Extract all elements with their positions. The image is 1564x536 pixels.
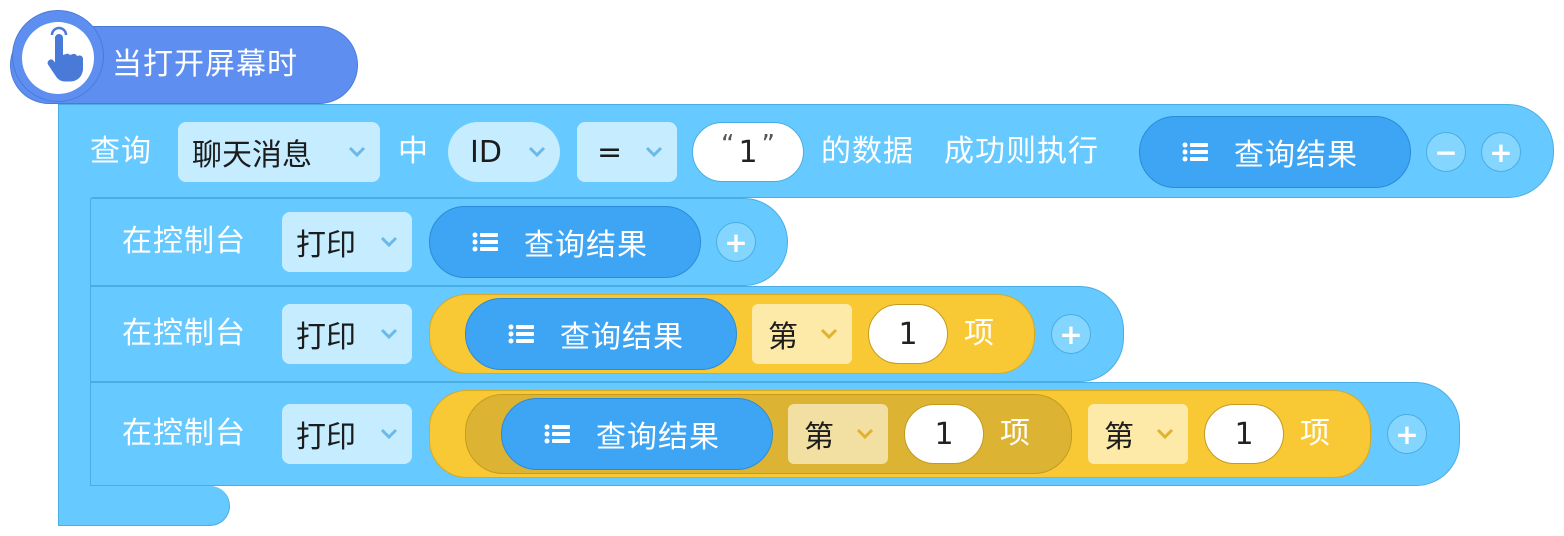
action-dropdown-value: 打印	[296, 320, 356, 355]
chevron-down-icon	[856, 428, 874, 440]
index-input[interactable]: 1	[868, 304, 948, 364]
index-mode-value: 第	[804, 420, 834, 455]
query-block-foot	[58, 486, 230, 526]
add-param-button[interactable]: +	[1387, 414, 1427, 454]
outer-index-input[interactable]: 1	[1204, 404, 1284, 464]
chevron-down-icon	[528, 146, 546, 158]
operator-dropdown-value: =	[597, 134, 623, 170]
table-dropdown-value: 聊天消息	[192, 138, 312, 173]
console-label: 在控制台	[122, 224, 246, 259]
open-quote: “	[720, 130, 735, 160]
index-mode-dropdown[interactable]: 第	[752, 304, 852, 364]
close-quote: ”	[761, 130, 776, 160]
result-variable-label: 查询结果	[596, 420, 720, 455]
result-variable[interactable]: 查询结果	[465, 298, 737, 370]
result-variable[interactable]: 查询结果	[1139, 116, 1411, 188]
action-dropdown-value: 打印	[296, 228, 356, 263]
index-mode-value: 第	[768, 320, 798, 355]
add-param-button[interactable]: +	[716, 222, 756, 262]
add-param-button[interactable]: +	[1051, 314, 1091, 354]
success-label: 成功则执行	[944, 134, 1099, 169]
chevron-down-icon	[1156, 428, 1174, 440]
action-dropdown[interactable]: 打印	[282, 404, 412, 464]
console-label: 在控制台	[122, 416, 246, 451]
chevron-down-icon	[380, 328, 398, 340]
console-label: 在控制台	[122, 316, 246, 351]
index-mode-value: 第	[1104, 420, 1134, 455]
result-variable-label: 查询结果	[524, 228, 648, 263]
outer-item-label: 项	[1300, 416, 1330, 451]
hand-pointer-icon	[22, 22, 94, 94]
in-label: 中	[398, 134, 429, 169]
list-icon	[1182, 142, 1208, 162]
inner-item-label: 项	[1000, 416, 1030, 451]
add-param-button[interactable]: +	[1481, 132, 1521, 172]
query-block-stem	[58, 190, 92, 490]
list-icon	[544, 424, 570, 444]
inner-index-input[interactable]: 1	[904, 404, 984, 464]
chevron-down-icon	[645, 146, 663, 158]
inner-index-mode-dropdown[interactable]: 第	[788, 404, 888, 464]
field-dropdown[interactable]: ID	[448, 122, 560, 182]
result-variable[interactable]: 查询结果	[501, 398, 773, 470]
query-prefix: 查询	[90, 134, 152, 169]
action-dropdown[interactable]: 打印	[282, 304, 412, 364]
item-label: 项	[964, 316, 994, 351]
data-label: 的数据	[821, 134, 914, 169]
result-variable-label: 查询结果	[1234, 138, 1358, 173]
chevron-down-icon	[820, 328, 838, 340]
table-dropdown[interactable]: 聊天消息	[178, 122, 380, 182]
value-text: 1	[738, 134, 758, 170]
list-icon	[508, 324, 534, 344]
field-dropdown-value: ID	[470, 134, 502, 170]
operator-dropdown[interactable]: =	[577, 122, 677, 182]
event-label: 当打开屏幕时	[112, 47, 298, 82]
value-input[interactable]: “ 1 ”	[692, 122, 804, 182]
chevron-down-icon	[380, 428, 398, 440]
list-icon	[472, 232, 498, 252]
chevron-down-icon	[380, 236, 398, 248]
action-dropdown-value: 打印	[296, 420, 356, 455]
outer-index-mode-dropdown[interactable]: 第	[1088, 404, 1188, 464]
remove-param-button[interactable]: −	[1426, 132, 1466, 172]
action-dropdown[interactable]: 打印	[282, 212, 412, 272]
result-variable-label: 查询结果	[560, 320, 684, 355]
result-variable[interactable]: 查询结果	[429, 206, 701, 278]
chevron-down-icon	[348, 146, 366, 158]
